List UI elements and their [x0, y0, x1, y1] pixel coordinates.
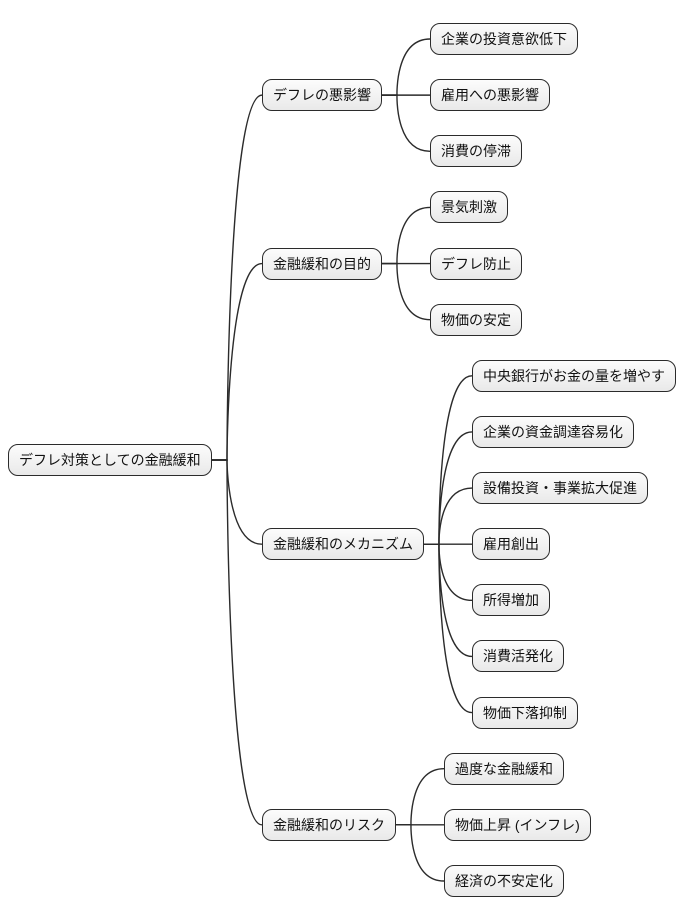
mindmap-leaf-node: 物価の安定: [430, 303, 522, 336]
mindmap-leaf-node: 物価下落抑制: [472, 696, 578, 729]
mindmap-branch-node: 金融緩和の目的: [262, 247, 382, 280]
mindmap-leaf-node: デフレ防止: [430, 247, 522, 280]
mindmap-leaf-node: 企業の資金調達容易化: [472, 415, 634, 448]
mindmap-branch-node: 金融緩和のリスク: [262, 808, 396, 841]
edge: [382, 94, 431, 152]
edge: [212, 459, 263, 826]
edge: [424, 543, 473, 602]
mindmap-leaf-node: 中央銀行がお金の量を増やす: [472, 359, 676, 392]
mindmap-branch-node: 金融緩和のメカニズム: [262, 528, 424, 561]
edge: [382, 206, 431, 265]
edge: [382, 38, 431, 96]
mindmap-leaf-node: 雇用創出: [472, 528, 550, 561]
edge: [424, 431, 473, 545]
mindmap-leaf-node: 消費の停滞: [430, 135, 522, 168]
mindmap-branch-node: デフレの悪影響: [262, 79, 382, 112]
mindmap-leaf-node: 物価上昇 (インフレ): [444, 808, 591, 841]
edge: [212, 94, 263, 461]
edge: [212, 262, 263, 461]
edge: [396, 768, 445, 826]
mindmap-leaf-node: 過度な金融緩和: [444, 752, 564, 785]
edge: [424, 543, 473, 714]
mindmap-leaf-node: 所得増加: [472, 584, 550, 617]
mindmap-leaf-node: 景気刺激: [430, 191, 508, 224]
edge: [424, 543, 473, 658]
mindmap-leaf-node: 企業の投資意欲低下: [430, 23, 578, 55]
edge: [396, 824, 445, 882]
edge: [382, 262, 431, 321]
mindmap-leaf-node: 雇用への悪影響: [430, 79, 550, 112]
mindmap-leaf-node: 消費活発化: [472, 640, 564, 673]
edge: [212, 459, 263, 545]
edge: [424, 375, 473, 545]
mindmap-root-node: デフレ対策としての金融緩和: [8, 443, 212, 476]
mindmap-leaf-node: 経済の不安定化: [444, 864, 564, 897]
mindmap-leaf-node: 設備投資・事業拡大促進: [472, 472, 648, 505]
edge: [424, 487, 473, 545]
